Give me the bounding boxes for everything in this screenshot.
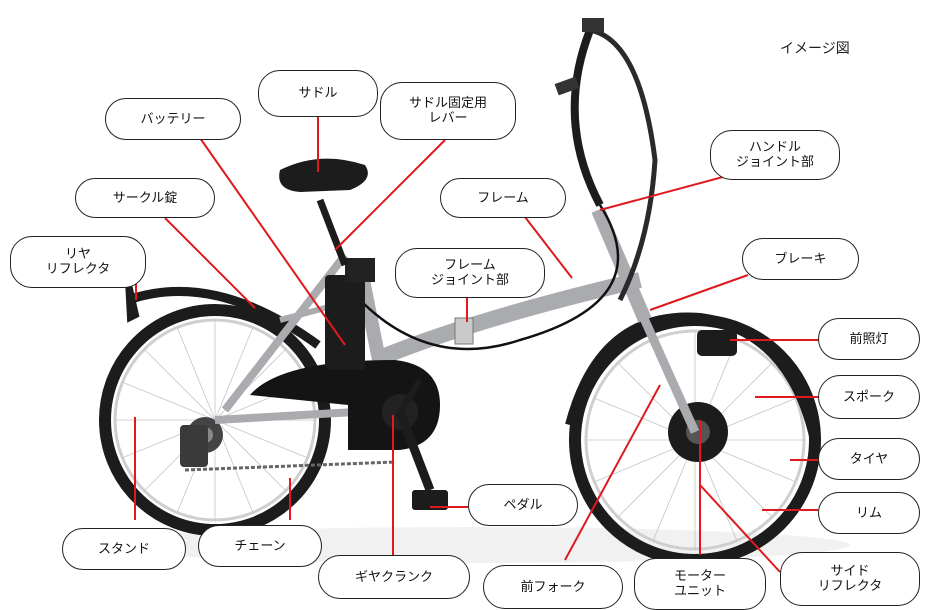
battery-pack [325,275,365,370]
label-frame: フレーム [440,178,566,218]
label-circle-lock: サークル錠 [75,178,215,218]
pedal-shape [412,490,448,510]
label-side-reflector: サイド リフレクタ [780,552,920,606]
image-note: イメージ図 [780,41,850,57]
label-handle-joint: ハンドル ジョイント部 [710,130,840,180]
label-brake: ブレーキ [742,238,859,280]
handlebar-stem [570,28,604,207]
label-battery: バッテリー [105,98,241,140]
label-gear-crank: ギヤクランク [318,555,470,599]
label-saddle-lever: サドル固定用 レバー [380,82,516,140]
label-tire: タイヤ [818,438,920,480]
label-front-fork: 前フォーク [483,565,623,609]
label-rim: リム [818,492,920,534]
label-motor-unit: モーター ユニット [634,558,766,610]
saddle-shape [279,158,368,192]
leader-lines [134,117,820,573]
headlight-shape [697,330,737,356]
label-frame-joint: フレーム ジョイント部 [395,248,545,298]
label-chain: チェーン [198,525,322,567]
label-rear-reflector: リヤ リフレクタ [10,236,146,288]
front-fender [565,312,820,442]
label-headlight: 前照灯 [818,318,920,360]
label-pedal: ペダル [468,484,578,526]
label-spoke: スポーク [818,375,920,419]
label-stand: スタンド [62,528,186,570]
label-saddle: サドル [258,70,378,117]
